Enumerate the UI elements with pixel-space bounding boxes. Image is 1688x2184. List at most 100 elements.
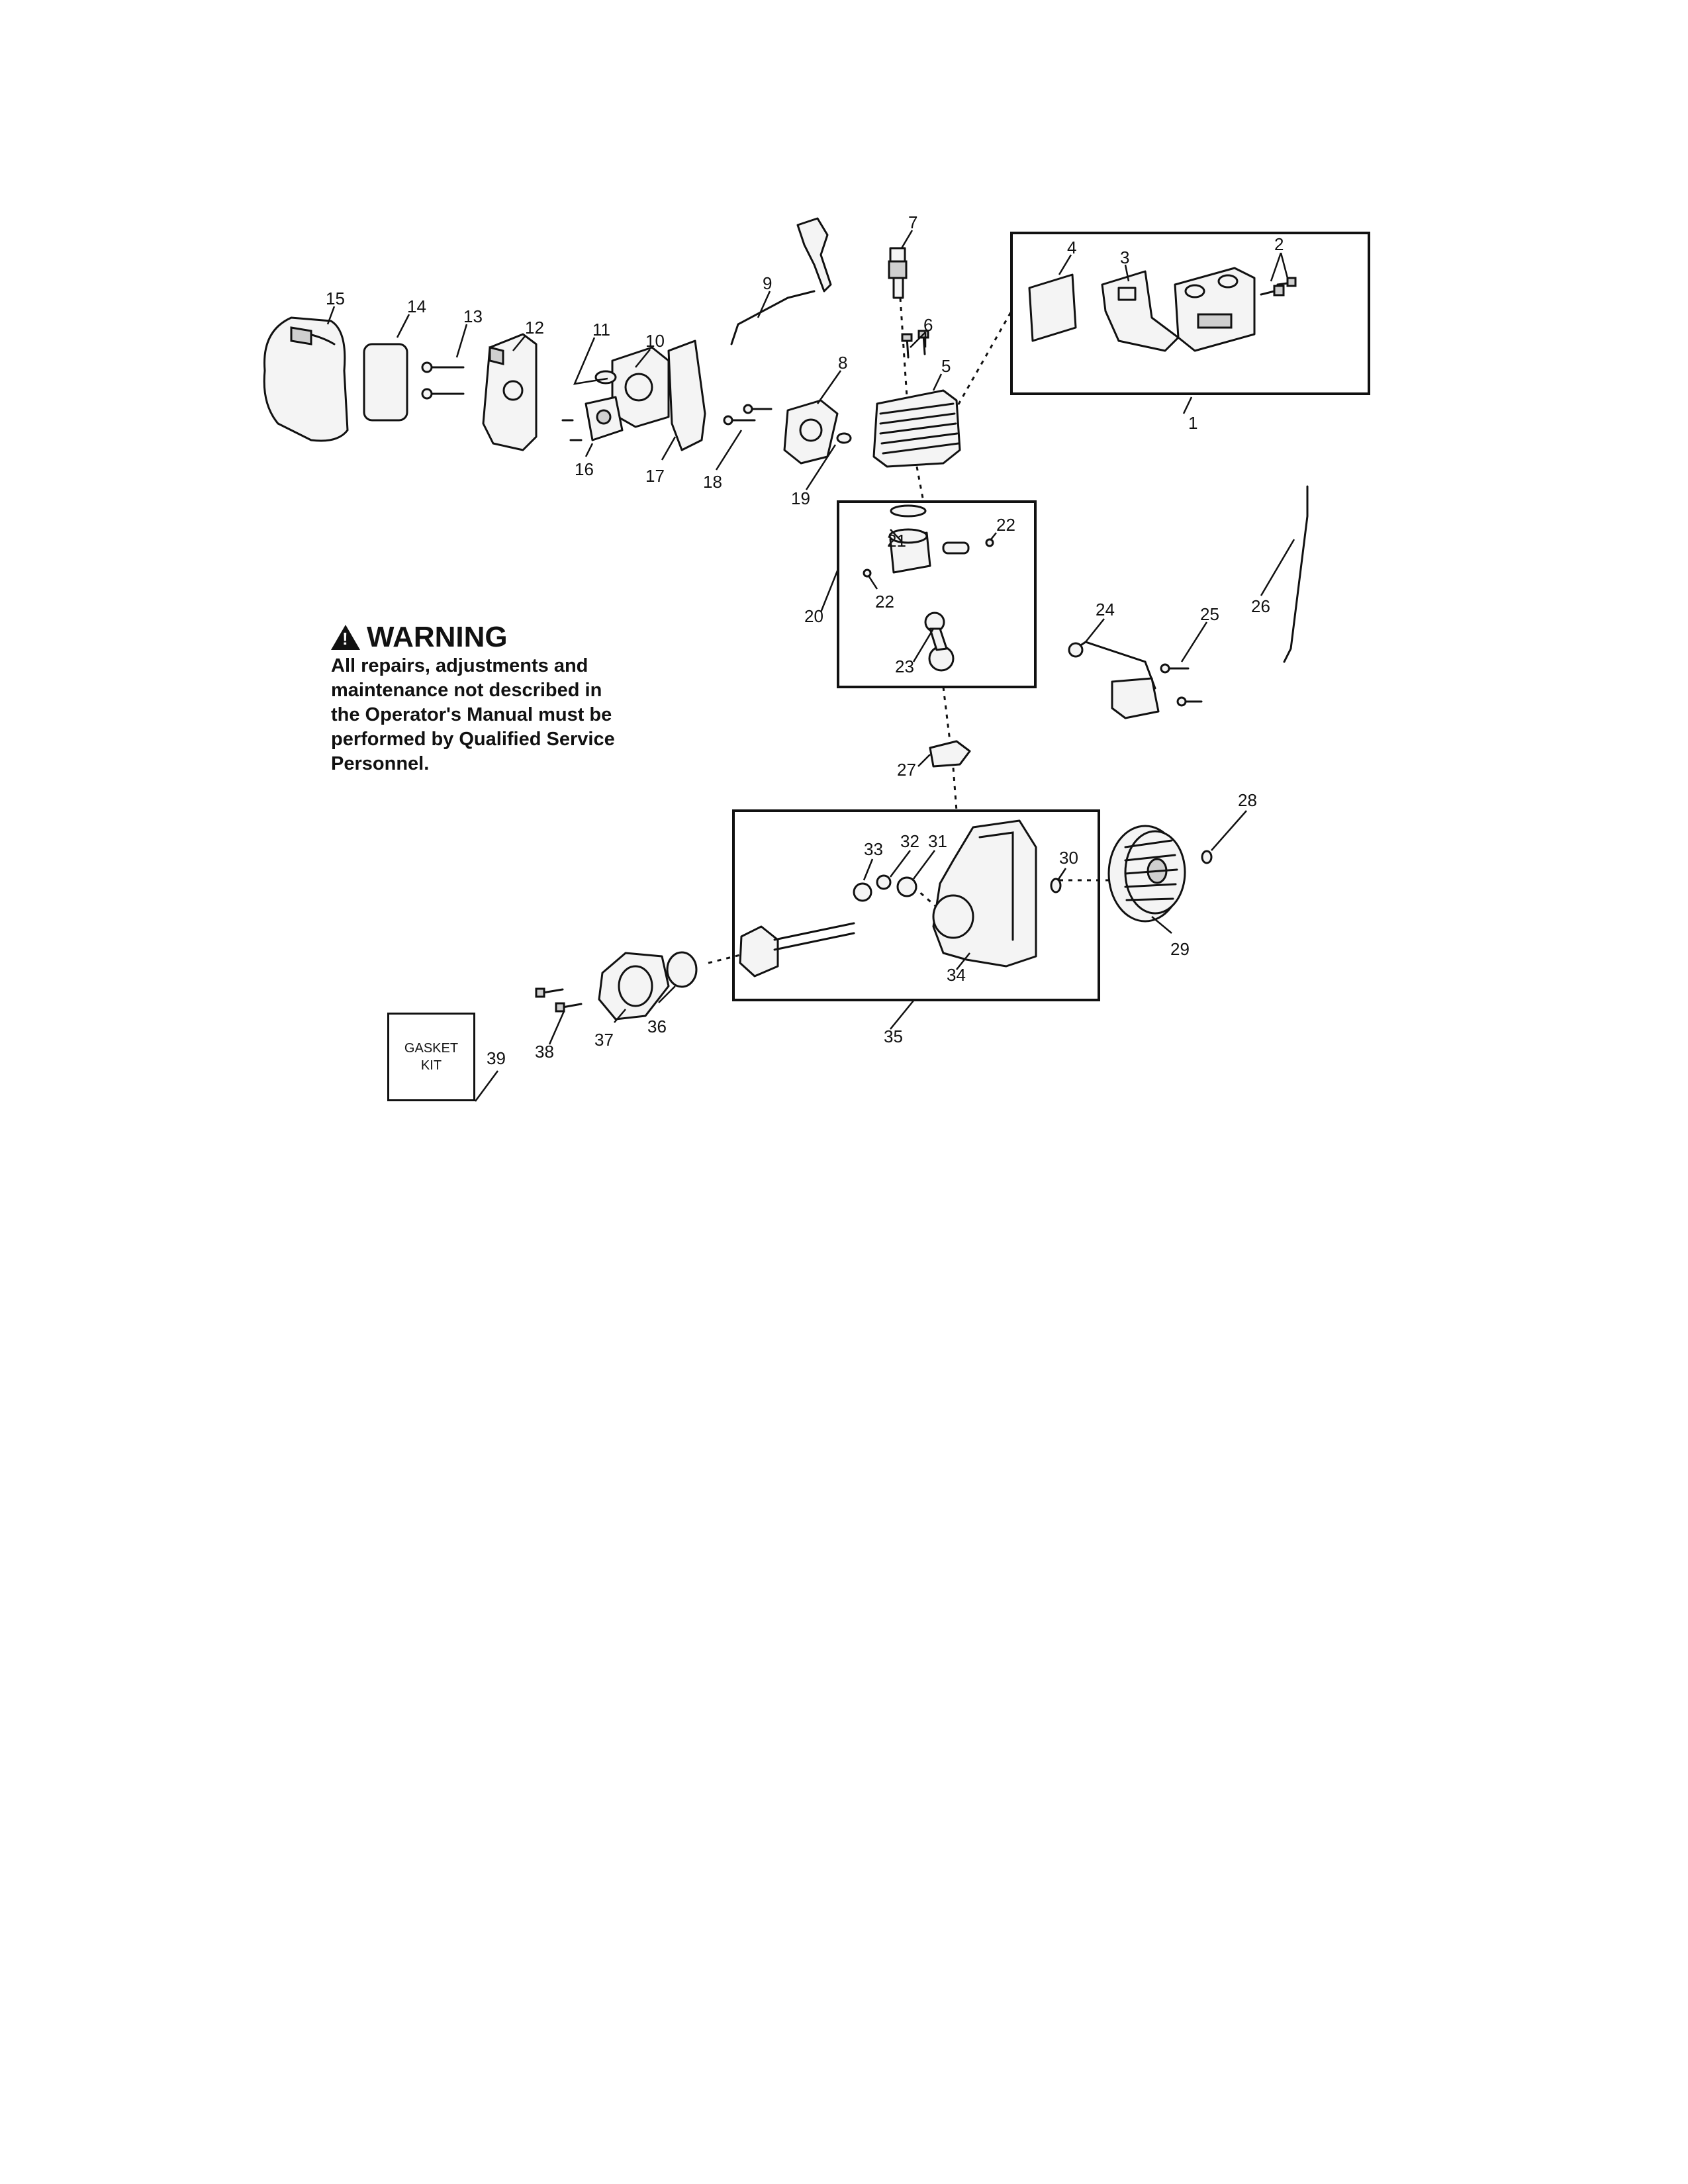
callout-22b: 22 <box>875 592 894 612</box>
air-filter-cover <box>263 316 349 442</box>
warning-body: All repairs, adjustments and maintenance… <box>331 654 675 776</box>
warning-line: maintenance not described in <box>331 680 602 701</box>
piston <box>888 528 931 574</box>
assembly-line-piston-gasket <box>942 686 951 742</box>
piston-group-box <box>837 500 1037 688</box>
seal-32 <box>876 874 892 890</box>
muffler-shield <box>1028 273 1077 342</box>
callout-3: 3 <box>1120 248 1129 267</box>
callout-27: 27 <box>897 760 916 780</box>
callout-29: 29 <box>1170 939 1190 959</box>
callout-11: 11 <box>592 320 610 340</box>
callout-8: 8 <box>838 353 847 373</box>
callout-4: 4 <box>1067 238 1076 257</box>
warning-line: the Operator's Manual must be <box>331 704 612 725</box>
callout-18: 18 <box>703 472 722 492</box>
callout-10: 10 <box>645 331 665 351</box>
cylinder <box>872 389 961 468</box>
piston-pin-retainer-left <box>863 569 872 578</box>
muffler-screws <box>1260 277 1297 296</box>
assembly-line-cylinder-piston <box>915 466 925 502</box>
callout-24: 24 <box>1096 600 1115 619</box>
warning-line: Personnel. <box>331 753 430 774</box>
callout-13: 13 <box>463 306 483 326</box>
warning-line: All repairs, adjustments and <box>331 655 588 676</box>
muffler-group-box <box>1010 232 1370 395</box>
callout-21: 21 <box>887 531 906 551</box>
callout-6: 6 <box>923 315 933 335</box>
callout-35: 35 <box>884 1026 903 1046</box>
callout-2: 2 <box>1274 234 1284 254</box>
throttle-bracket <box>796 217 832 293</box>
piston-ring <box>890 504 927 518</box>
ignition-wire <box>1283 485 1309 663</box>
crankcase-group-box <box>732 809 1100 1001</box>
cylinder-bolts <box>901 330 929 359</box>
intake-adapter <box>783 399 839 465</box>
gasket-kit-line1: GASKET <box>404 1041 459 1056</box>
warning-notice: ! WARNING All repairs, adjustments and m… <box>331 622 675 776</box>
intake-o-ring <box>836 432 852 444</box>
flywheel <box>1107 825 1186 923</box>
piston-pin <box>942 541 970 555</box>
bearing-31 <box>896 876 917 897</box>
carburetor-gasket <box>667 340 706 451</box>
callout-33: 33 <box>864 839 883 859</box>
callout-31: 31 <box>928 831 947 851</box>
callout-14: 14 <box>407 296 426 316</box>
air-filter-base <box>482 333 538 451</box>
assembly-line-muffler <box>939 310 1013 437</box>
warning-title-text: WARNING <box>367 621 508 653</box>
callout-19: 19 <box>791 488 810 508</box>
cover-screws <box>535 987 583 1013</box>
warning-title: ! WARNING <box>331 622 675 653</box>
callout-25: 25 <box>1200 604 1219 624</box>
leader-lines <box>326 230 1295 1102</box>
woodruff-key <box>1050 878 1062 893</box>
callout-20: 20 <box>804 606 823 626</box>
assembly-line-gasket-crankcase <box>952 767 958 811</box>
callout-32: 32 <box>900 831 919 851</box>
callout-16: 16 <box>575 459 594 479</box>
connecting-rod <box>924 612 955 672</box>
warning-triangle-icon: ! <box>331 625 360 650</box>
gasket-kit-box: GASKET KIT <box>387 1013 475 1101</box>
callout-12: 12 <box>525 318 544 338</box>
muffler <box>1174 267 1256 352</box>
callout-15: 15 <box>326 289 345 308</box>
throttle-rod <box>730 290 816 345</box>
crankcase <box>932 819 1037 968</box>
callout-36: 36 <box>647 1017 667 1036</box>
callout-26: 26 <box>1251 596 1270 616</box>
callout-5: 5 <box>941 356 951 376</box>
gasket-kit-line2: KIT <box>420 1058 442 1073</box>
callout-37: 37 <box>594 1030 614 1050</box>
callout-34: 34 <box>947 965 966 985</box>
callout-7: 7 <box>908 212 917 232</box>
ignition-screws <box>1160 663 1203 707</box>
crankcase-cover <box>598 952 670 1021</box>
crankcase-cover-gasket <box>666 951 698 988</box>
callout-17: 17 <box>645 466 665 486</box>
cylinder-gasket <box>929 740 971 768</box>
callout-9: 9 <box>763 273 772 293</box>
crankshaft <box>739 922 855 978</box>
carburetor <box>561 346 670 441</box>
callout-38: 38 <box>535 1042 554 1062</box>
callout-23: 23 <box>895 657 914 676</box>
piston-pin-retainer-right <box>985 538 994 547</box>
air-filter <box>363 343 408 422</box>
spark-plug <box>888 247 908 299</box>
intake-screws <box>723 404 773 426</box>
filter-bolts <box>421 361 465 400</box>
ignition-module <box>1068 641 1160 719</box>
assembly-line-crank-cover <box>708 952 749 964</box>
callout-22a: 22 <box>996 515 1015 535</box>
callout-39: 39 <box>487 1048 506 1068</box>
callout-1: 1 <box>1188 413 1197 433</box>
bearing-33 <box>853 882 872 902</box>
muffler-bracket <box>1101 270 1180 352</box>
callout-28: 28 <box>1238 790 1257 810</box>
callout-30: 30 <box>1059 848 1078 868</box>
